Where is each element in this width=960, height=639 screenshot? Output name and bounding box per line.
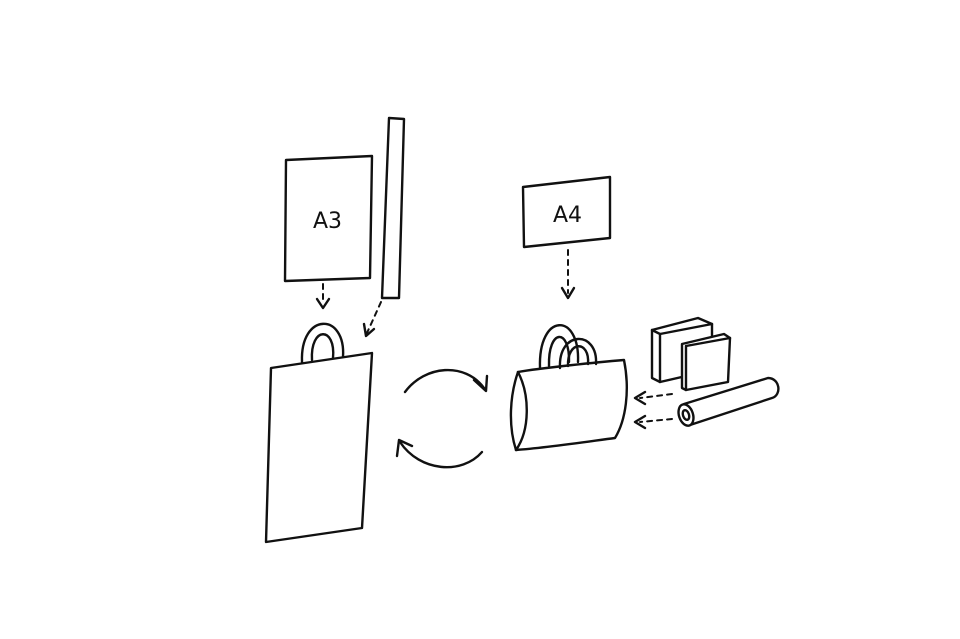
a3-sheet: A3 xyxy=(283,154,374,283)
arrow-a4-to-bag xyxy=(560,249,576,300)
exchange-arrows-icon xyxy=(395,368,489,469)
rolled-tube xyxy=(677,376,780,427)
books xyxy=(650,316,732,392)
a4-sheet: A4 xyxy=(521,175,612,249)
a3-label: A3 xyxy=(313,209,342,234)
arrow-tube-to-bag xyxy=(633,414,673,430)
long-strip xyxy=(380,116,406,300)
a4-label: A4 xyxy=(553,203,582,228)
tall-bag xyxy=(264,322,374,544)
arrow-strip-to-bag xyxy=(362,301,382,338)
arrow-a3-to-bag xyxy=(315,283,331,310)
round-bag xyxy=(509,324,628,452)
arrow-books-to-bag xyxy=(633,390,673,406)
